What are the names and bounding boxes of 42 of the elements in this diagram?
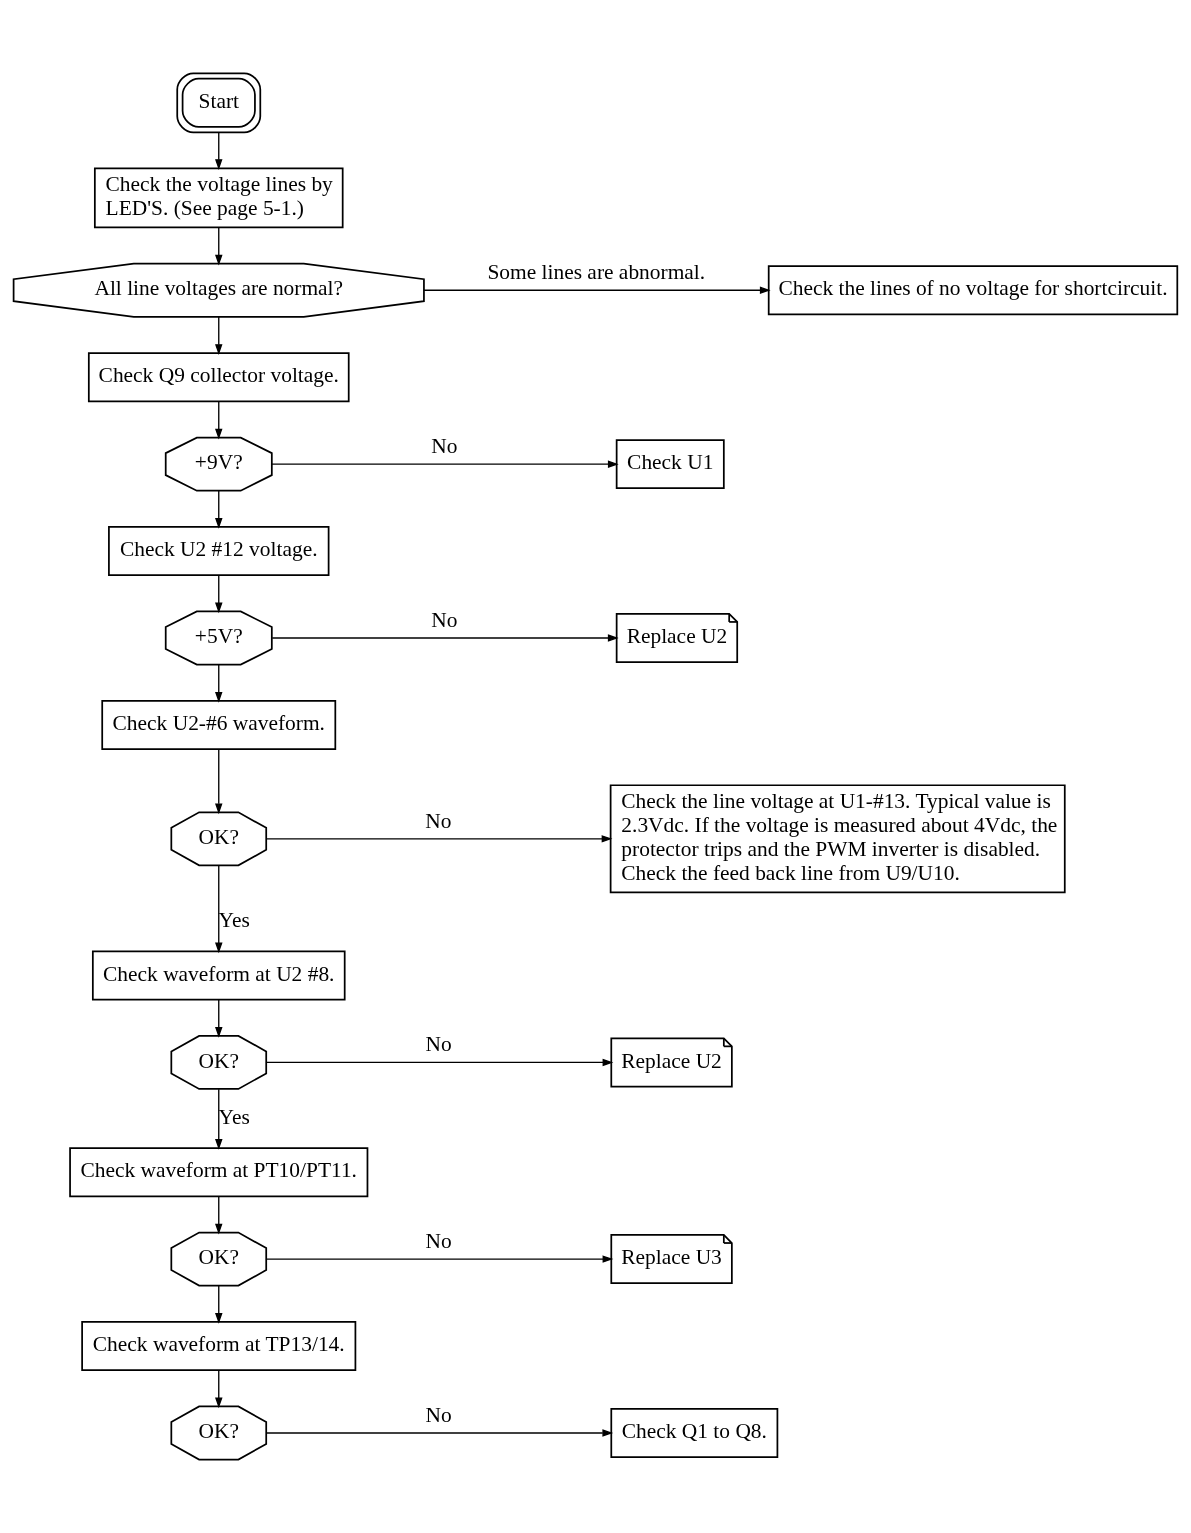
node-box: Check the lines of no voltage for shortcircuit.	[767, 265, 1179, 316]
arrow	[271, 460, 619, 468]
arrow	[265, 835, 613, 843]
arrow	[215, 490, 223, 529]
arrow	[215, 1088, 223, 1150]
arrow	[215, 400, 223, 440]
arrow	[215, 864, 223, 954]
arrow	[265, 1429, 614, 1437]
arrow	[215, 1285, 223, 1324]
arrow	[215, 1195, 223, 1235]
node-box: Check Q9 collector voltage.	[87, 352, 350, 403]
node-box: Check U2 #12 voltage.	[108, 526, 330, 577]
node-box: Check U2-#6 waveform.	[101, 700, 337, 750]
arrow	[271, 634, 619, 642]
edge-label: No	[425, 1229, 452, 1254]
arrow	[423, 286, 771, 294]
node-box: Start	[176, 72, 262, 134]
edge-label: No	[431, 434, 458, 459]
node-box: Check Q1 to Q8.	[610, 1408, 779, 1458]
arrow	[215, 999, 223, 1038]
arrow	[265, 1255, 614, 1263]
node-box: Check waveform at PT10/PT11.	[69, 1147, 369, 1198]
edge-label: Yes	[218, 907, 250, 932]
arrow	[265, 1058, 614, 1067]
arrow	[215, 574, 223, 614]
node-box: Check the voltage lines by LED'S. (See page 5-1.)	[93, 167, 344, 229]
arrow	[215, 316, 223, 355]
arrow	[215, 131, 223, 170]
node-box: Check the line voltage at U1-#13. Typical value is 2.3Vdc. If the voltage is measured about 4Vdc, the protector trips and the PWM inverter is disabled. Check the feed back line from U9/U10.	[609, 784, 1066, 894]
arrow	[215, 1369, 223, 1409]
node-box: Check waveform at TP13/14.	[81, 1321, 357, 1371]
edge-label: Some lines are abnormal.	[487, 260, 706, 285]
edge-label: No	[425, 1032, 452, 1057]
edge-label: No	[425, 1403, 452, 1427]
arrow	[215, 226, 223, 266]
node-box: Check U1	[615, 439, 725, 490]
node-box: Check waveform at U2 #8.	[91, 950, 346, 1001]
edge-label: No	[425, 808, 452, 833]
arrow	[215, 748, 223, 815]
arrow	[215, 664, 223, 703]
edge-label: Yes	[218, 1104, 250, 1129]
edge-label: No	[431, 608, 458, 633]
